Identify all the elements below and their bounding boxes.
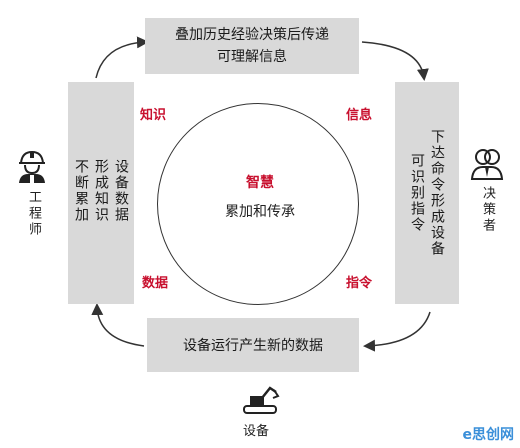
- knowledge-col2: 形成知识: [93, 159, 109, 223]
- command-box: 下达命令形成设备 可识别指令: [395, 82, 459, 304]
- arrow-bottom-left: [91, 303, 145, 347]
- info-transfer-line1: 叠加历史经验决策后传递: [175, 27, 329, 43]
- new-data-box: 设备运行产生新的数据: [147, 318, 359, 372]
- label-information: 信息: [346, 108, 373, 123]
- arrow-top-left: [95, 36, 149, 79]
- knowledge-box: 设备数据 形成知识 不断累加: [68, 82, 134, 304]
- engineer-icon: [19, 150, 45, 183]
- wisdom-title: 智慧: [246, 175, 274, 191]
- info-transfer-line2: 可理解信息: [217, 49, 287, 65]
- arrow-top-right: [361, 41, 429, 81]
- knowledge-col3: 不断累加: [73, 159, 89, 223]
- label-data: 数据: [142, 276, 169, 291]
- command-col2: 可识别指令: [409, 153, 425, 233]
- wisdom-circle: [157, 103, 359, 305]
- arrow-bottom-right: [363, 311, 431, 352]
- decision-maker-label: 决策者: [480, 186, 495, 234]
- label-command: 指令: [346, 276, 373, 291]
- watermark-logo: e思创网: [462, 427, 515, 443]
- new-data-text: 设备运行产生新的数据: [183, 338, 323, 354]
- info-transfer-box: 叠加历史经验决策后传递 可理解信息: [145, 18, 359, 74]
- equipment-icon: [243, 386, 280, 414]
- label-knowledge: 知识: [140, 108, 167, 123]
- wisdom-subtitle: 累加和传承: [225, 204, 295, 220]
- command-col1: 下达命令形成设备: [429, 129, 445, 257]
- equipment-label: 设备: [243, 424, 270, 439]
- knowledge-col1: 设备数据: [113, 159, 129, 223]
- engineer-label: 工程师: [26, 190, 41, 238]
- decision-maker-icon: [470, 149, 504, 180]
